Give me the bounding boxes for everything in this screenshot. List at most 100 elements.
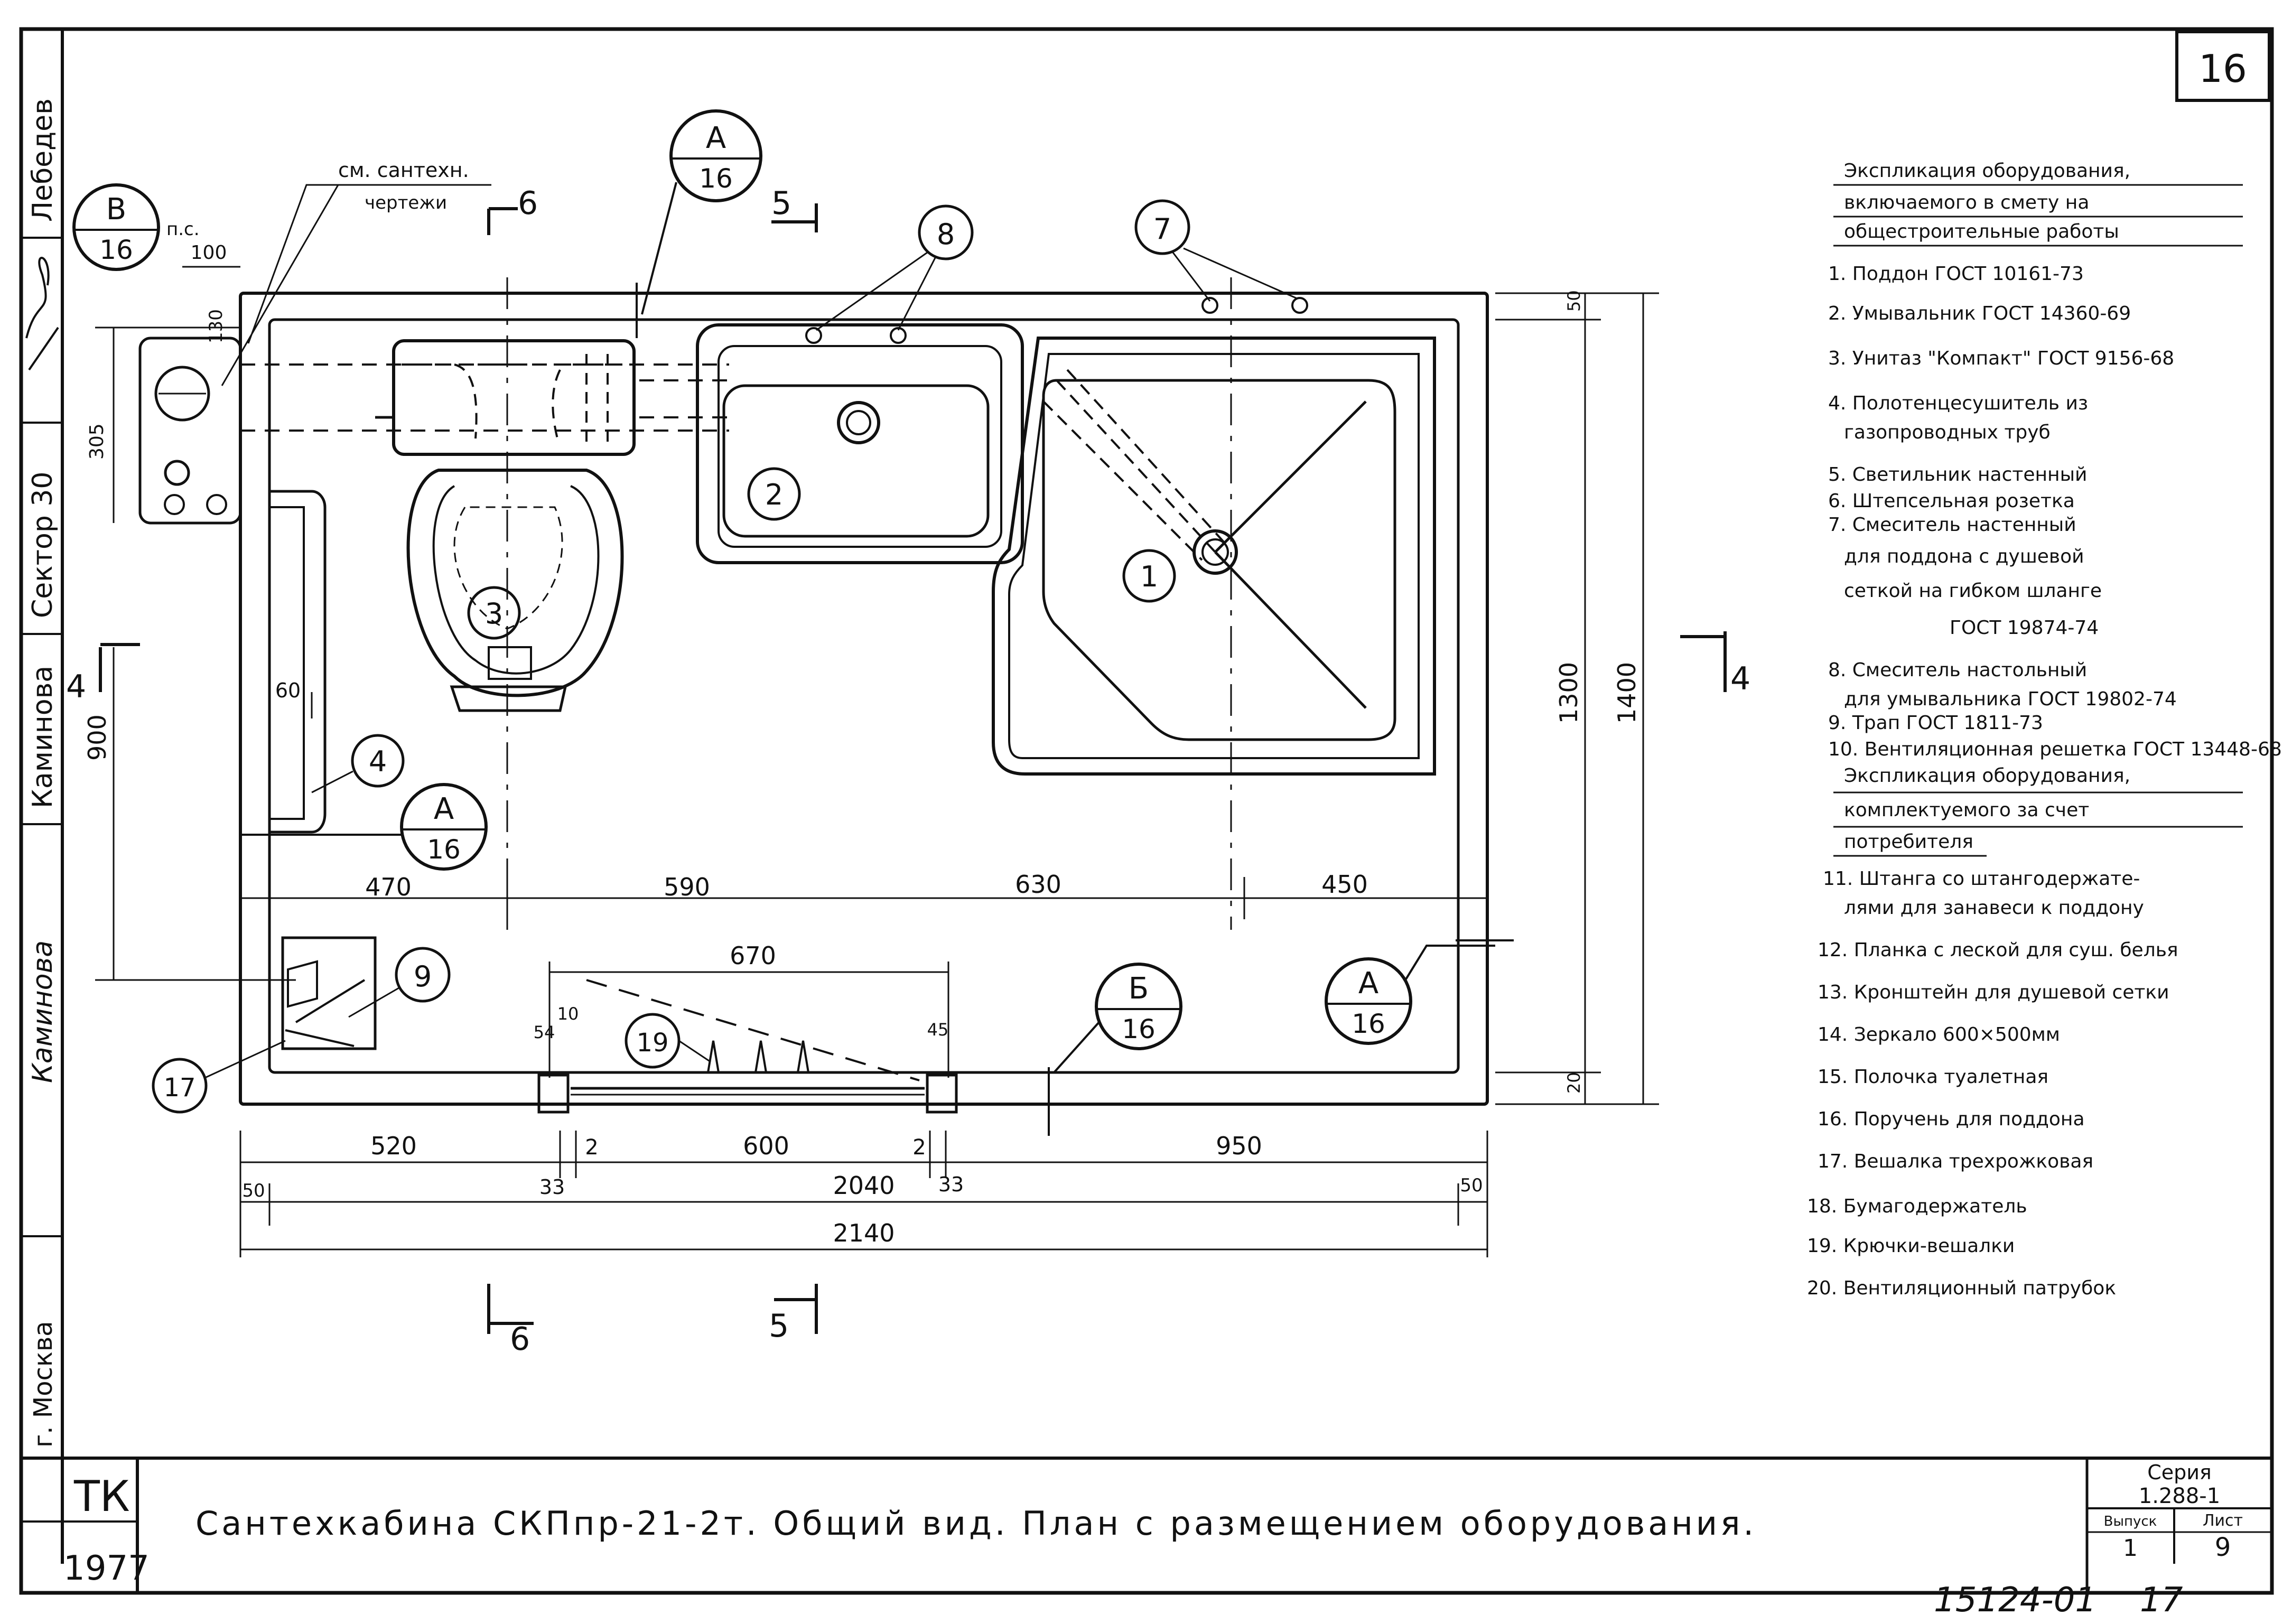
- sheet-number-box: 16: [2175, 30, 2271, 102]
- svg-text:А: А: [1358, 966, 1378, 1001]
- dim-2a: 2: [585, 1135, 598, 1160]
- legend-item-11b: лями для занавеси к поддону: [1844, 897, 2144, 919]
- dim-100: 100: [191, 242, 227, 264]
- item-bubble-19: 19: [625, 1013, 711, 1069]
- legend-item-7b: для поддона с душевой: [1844, 546, 2084, 567]
- legend-item-19: 19. Крючки-вешалки: [1807, 1235, 2015, 1257]
- side-name-2: Каминова: [27, 940, 59, 1083]
- dim-600: 600: [743, 1132, 789, 1160]
- legend-header2-line1: Экспликация оборудования,: [1844, 765, 2130, 787]
- side-org-2: Каминова: [27, 666, 59, 808]
- legend-item-20: 20. Вентиляционный патрубок: [1807, 1277, 2116, 1299]
- legend-item-1: 1. Поддон ГОСТ 10161-73: [1828, 263, 2084, 285]
- dim-10: 10: [557, 1004, 579, 1024]
- sheet-value: 9: [2215, 1533, 2231, 1562]
- svg-text:16: 16: [1122, 1014, 1156, 1044]
- section-4-right: 4: [1730, 660, 1750, 697]
- dim-60: 60: [275, 679, 301, 702]
- side-name-1: Лебедев: [27, 98, 59, 222]
- section-5-top: 5: [771, 185, 791, 222]
- dim-2140: 2140: [833, 1219, 895, 1247]
- legend-header1-line1: Экспликация оборудования,: [1844, 160, 2130, 182]
- side-city: г. Москва: [29, 1321, 58, 1448]
- dim-45: 45: [927, 1020, 949, 1040]
- legend-item-10: 10. Вентиляционная решетка ГОСТ 13448-68: [1828, 739, 2282, 760]
- legend-item-4: 4. Полотенцесушитель из: [1828, 393, 2088, 414]
- section-marks: 6 6 5 5 4 4: [66, 185, 1750, 1358]
- bottom-page: 17: [2140, 1581, 2183, 1620]
- legend-item-5: 5. Светильник настенный: [1828, 464, 2087, 486]
- dim-630: 630: [1015, 870, 1061, 899]
- dimension-labels: 100 130 305 60 900 470 590 630 450 670 5…: [83, 242, 1641, 1247]
- item-bubble-1: 1: [1122, 549, 1176, 603]
- svg-text:А: А: [434, 792, 454, 826]
- item-bubble-9: 9: [348, 947, 451, 1018]
- svg-text:17: 17: [163, 1073, 195, 1103]
- series-value: 1.288-1: [2139, 1484, 2220, 1508]
- dim-590: 590: [664, 873, 710, 901]
- dim-470: 470: [365, 873, 412, 901]
- legend-item-3: 3. Унитаз "Компакт" ГОСТ 9156-68: [1828, 348, 2174, 369]
- svg-text:7: 7: [1153, 212, 1171, 246]
- callout-a-16-right: А 16: [1325, 939, 1514, 1045]
- legend-item-7c: сеткой на гибком шланге: [1844, 580, 2102, 602]
- tk-label: ТК: [73, 1472, 130, 1521]
- item-bubble-8: 8: [805, 204, 974, 344]
- svg-text:16: 16: [1352, 1009, 1385, 1039]
- callouts: В 16 А 16 А 16 Б 16 А 16: [72, 109, 1514, 1136]
- signature-mark: [25, 257, 59, 371]
- note-line-1: см. сантехн.: [338, 158, 469, 182]
- legend-item-9: 9. Трап ГОСТ 1811-73: [1828, 712, 2043, 734]
- legend-header2-line3: потребителя: [1844, 831, 1973, 853]
- footer-codes: 15124-01 17: [1934, 1581, 2183, 1620]
- bottom-code: 15124-01: [1934, 1581, 2097, 1620]
- svg-text:9: 9: [414, 960, 432, 993]
- dim-20: 20: [1564, 1072, 1584, 1094]
- svg-text:8: 8: [937, 218, 955, 251]
- year-label: 1977: [63, 1549, 150, 1588]
- sheet-frame: [19, 27, 2274, 1595]
- dim-33b: 33: [938, 1173, 964, 1196]
- legend-item-6: 6. Штепсельная розетка: [1828, 490, 2075, 512]
- svg-text:Б: Б: [1129, 972, 1149, 1006]
- section-6-top: 6: [518, 185, 538, 222]
- sheet-label: Лист: [2203, 1511, 2243, 1530]
- legend-item-4b: газопроводных труб: [1844, 422, 2051, 443]
- side-org-1: Сектор 30: [27, 471, 59, 618]
- svg-text:16: 16: [427, 834, 461, 865]
- item-bubble-3: 3: [467, 586, 521, 640]
- dim-1300: 1300: [1554, 662, 1583, 724]
- legend-item-14: 14. Зеркало 600×500мм: [1818, 1024, 2060, 1046]
- callout-v-16: В 16: [72, 183, 160, 271]
- item-bubble-4: 4: [311, 734, 405, 794]
- legend-item-2: 2. Умывальник ГОСТ 14360-69: [1828, 303, 2131, 324]
- dim-950: 950: [1216, 1132, 1262, 1160]
- cabin-plan: [138, 292, 1489, 1114]
- legend-item-12: 12. Планка с леской для суш. белья: [1818, 939, 2178, 961]
- legend-item-8: 8. Смеситель настольный: [1828, 659, 2087, 681]
- dim-130: 130: [206, 309, 227, 343]
- dimension-lines: [95, 266, 1659, 1257]
- svg-text:19: 19: [636, 1028, 668, 1058]
- legend-item-15: 15. Полочка туалетная: [1818, 1066, 2048, 1088]
- svg-text:2: 2: [765, 478, 783, 511]
- drawing-title: Сантехкабина СКПпр-21-2т. Общий вид. Пла…: [195, 1504, 1757, 1543]
- legend-header2-line2: комплектуемого за счет: [1844, 799, 2089, 821]
- section-6-bottom: 6: [510, 1321, 530, 1358]
- ps-label: п.с.: [166, 219, 200, 240]
- legend-item-18: 18. Бумагодержатель: [1807, 1196, 2027, 1217]
- callout-a-16-top: А 16: [636, 109, 762, 338]
- svg-text:16: 16: [99, 235, 133, 265]
- title-block: ТК 1977 Сантехкабина СКПпр-21-2т. Общий …: [63, 1457, 2274, 1594]
- callout-a-16-left: А 16: [240, 783, 488, 871]
- item-bubble-7: 7: [1134, 199, 1308, 314]
- svg-text:А: А: [706, 121, 726, 155]
- legend-item-7d: ГОСТ 19874-74: [1950, 617, 2099, 639]
- dim-54: 54: [534, 1022, 555, 1042]
- item-bubble-17: 17: [152, 1040, 286, 1114]
- svg-text:3: 3: [485, 597, 503, 630]
- sheet-number: 16: [2198, 46, 2247, 91]
- issue-label: Выпуск: [2104, 1514, 2157, 1529]
- side-strip: Лебедев Сектор 30 Каминова Каминова г. М…: [27, 98, 59, 1448]
- legend-item-13: 13. Кронштейн для душевой сетки: [1818, 982, 2169, 1003]
